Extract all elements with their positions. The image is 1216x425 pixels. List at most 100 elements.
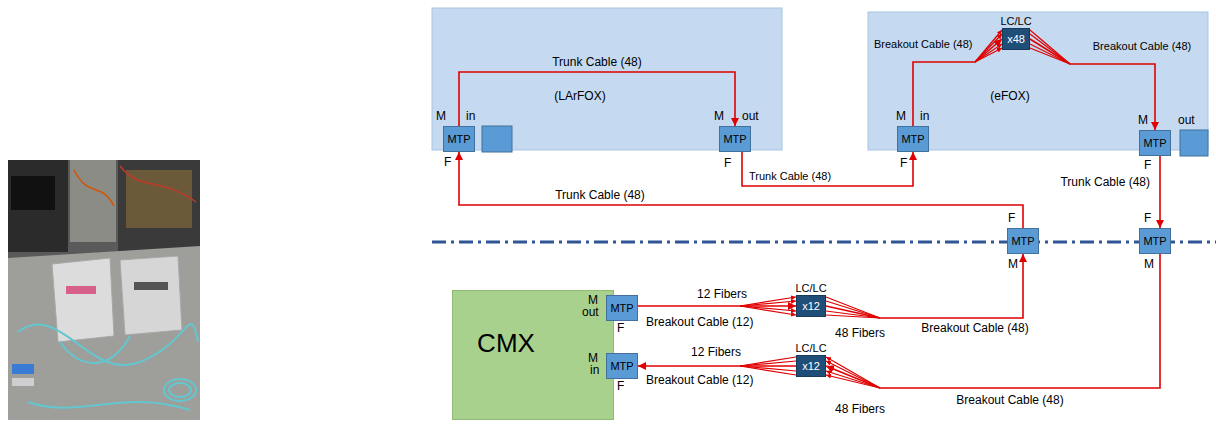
empty-port-box: [1180, 130, 1208, 156]
panel-heading: LC/LC: [795, 342, 826, 355]
cable-label: 48 Fibers: [835, 403, 885, 417]
photo-wall: [8, 160, 68, 252]
photo-panel: [120, 256, 182, 335]
lc-patch-panel: LC/LCx12: [796, 295, 826, 317]
lc-patch-panel: LC/LCx12: [796, 355, 826, 377]
photo-wire: [120, 166, 196, 202]
node-label: MTP: [610, 360, 633, 373]
photo-table: [8, 246, 200, 420]
fiber-cable: [638, 365, 796, 367]
fiber-fan-line: [740, 357, 796, 366]
node-label: x12: [802, 360, 820, 373]
mtp-connector: MTP: [1007, 228, 1039, 254]
fiber-cable: [826, 254, 1023, 318]
mtp-connector: MTP: [719, 126, 751, 152]
photo-connectors: [134, 282, 168, 290]
photo-cable: [28, 402, 190, 410]
photo-plugs: [12, 364, 34, 374]
mtp-connector: MTP: [443, 126, 475, 152]
photo-wire: [74, 170, 114, 206]
mtp-connector: MTP: [606, 353, 638, 379]
node-label: MTP: [901, 133, 924, 146]
port-label: F: [1144, 212, 1151, 226]
cable-label: 48 Fibers: [835, 327, 885, 341]
node-label: MTP: [723, 133, 746, 146]
node-label: (eFOX): [990, 90, 1029, 104]
photo-monitor: [11, 176, 55, 210]
fiber-cable: [1030, 39, 1155, 130]
fiber-cable: [459, 72, 735, 126]
port-label: F: [617, 380, 624, 394]
fiber-cable: [742, 152, 913, 186]
cable-label: 12 Fibers: [691, 346, 741, 360]
mtp-connector: MTP: [1139, 228, 1171, 254]
node-label: MTP: [1143, 235, 1166, 248]
port-label: out: [1178, 114, 1195, 128]
node-label: MTP: [1143, 137, 1166, 150]
fiber-cable: [1159, 156, 1161, 228]
photo-rack: [118, 160, 200, 252]
node-label: x48: [1007, 33, 1025, 46]
node-label: (LArFOX): [554, 90, 605, 104]
cable-label: Trunk Cable (48): [1060, 176, 1150, 190]
port-label: F: [444, 156, 451, 170]
port-label: M: [1144, 258, 1154, 272]
system-box: MTPLC/LCx48MTP(eFOX): [868, 12, 1208, 150]
system-box: MTP MTP (LArFOX): [432, 8, 782, 150]
node-label: MTP: [610, 302, 633, 315]
node-label: CMX: [477, 329, 535, 359]
node-label: MTP: [447, 133, 470, 146]
mtp-connector: MTP: [1139, 130, 1171, 156]
fiber-cable: [913, 39, 1002, 126]
port-label: M: [436, 110, 446, 124]
port-label: in: [466, 110, 475, 124]
cable-label: Breakout Cable (48): [956, 394, 1063, 408]
photo-plugs: [12, 378, 34, 386]
empty-port-box: [482, 126, 512, 152]
lc-patch-panel: LC/LCx48: [1002, 28, 1030, 50]
cable-label: Breakout Cable (48): [874, 38, 972, 51]
cable-label: Trunk Cable (48): [749, 170, 831, 183]
photo-cable-coil: [169, 383, 191, 397]
port-label: out: [582, 306, 599, 320]
fiber-fan-line: [740, 306, 796, 315]
cable-label: Trunk Cable (48): [552, 56, 642, 70]
port-label: F: [617, 322, 624, 336]
port-label: F: [1144, 159, 1151, 173]
port-label: M: [1138, 114, 1148, 128]
fiber-cable: [638, 305, 796, 307]
photo-panel: [52, 258, 114, 342]
port-label: M: [1008, 258, 1018, 272]
photo-cable: [18, 324, 198, 365]
node-label: x12: [802, 300, 820, 313]
photo-connectors: [66, 286, 96, 294]
panel-heading: LC/LC: [795, 282, 826, 295]
fiber-fan-line: [1030, 30, 1070, 64]
cable-label: Breakout Cable (48): [1093, 40, 1191, 53]
photo-cable-coil: [164, 379, 196, 401]
port-label: F: [1008, 212, 1015, 226]
mtp-connector: MTP: [606, 295, 638, 321]
cable-label: Breakout Cable (12): [646, 316, 753, 330]
cable-label: Breakout Cable (12): [646, 374, 753, 388]
cable-label: 12 Fibers: [697, 288, 747, 302]
cable-label: Trunk Cable (48): [555, 189, 645, 203]
fiber-cable: [826, 254, 1160, 388]
port-label: out: [742, 110, 759, 124]
fiber-fan-line: [1030, 48, 1070, 64]
photo-cable: [60, 336, 130, 363]
port-label: M: [896, 110, 906, 124]
fiber-fan-line: [975, 30, 1002, 62]
panel-heading: LC/LC: [1000, 15, 1031, 28]
cable-label: Breakout Cable (48): [921, 322, 1028, 336]
fiber-fan-line: [826, 357, 880, 388]
node-label: MTP: [1011, 235, 1034, 248]
fiber-fan-line: [740, 297, 796, 306]
photo-ground: [8, 160, 200, 420]
lab-photo: [8, 160, 200, 420]
port-label: in: [920, 110, 929, 124]
port-label: in: [590, 364, 599, 378]
mtp-connector: MTP: [897, 126, 929, 152]
port-label: F: [724, 157, 731, 171]
